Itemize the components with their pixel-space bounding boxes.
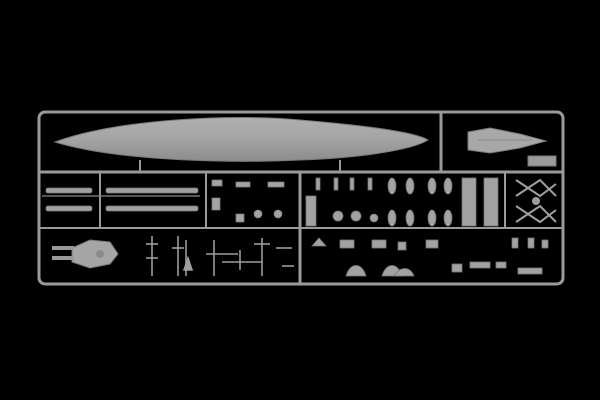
bow-part bbox=[467, 127, 557, 167]
hull-part bbox=[53, 117, 429, 172]
gun-barrel-parts bbox=[305, 177, 499, 227]
mast-parts bbox=[146, 236, 294, 276]
frame-parts bbox=[515, 178, 557, 224]
small-parts-lower bbox=[311, 237, 549, 277]
sprue-frame bbox=[37, 110, 565, 286]
small-parts-upper bbox=[211, 179, 285, 223]
rail-parts bbox=[42, 187, 200, 212]
turret-part bbox=[52, 239, 119, 269]
